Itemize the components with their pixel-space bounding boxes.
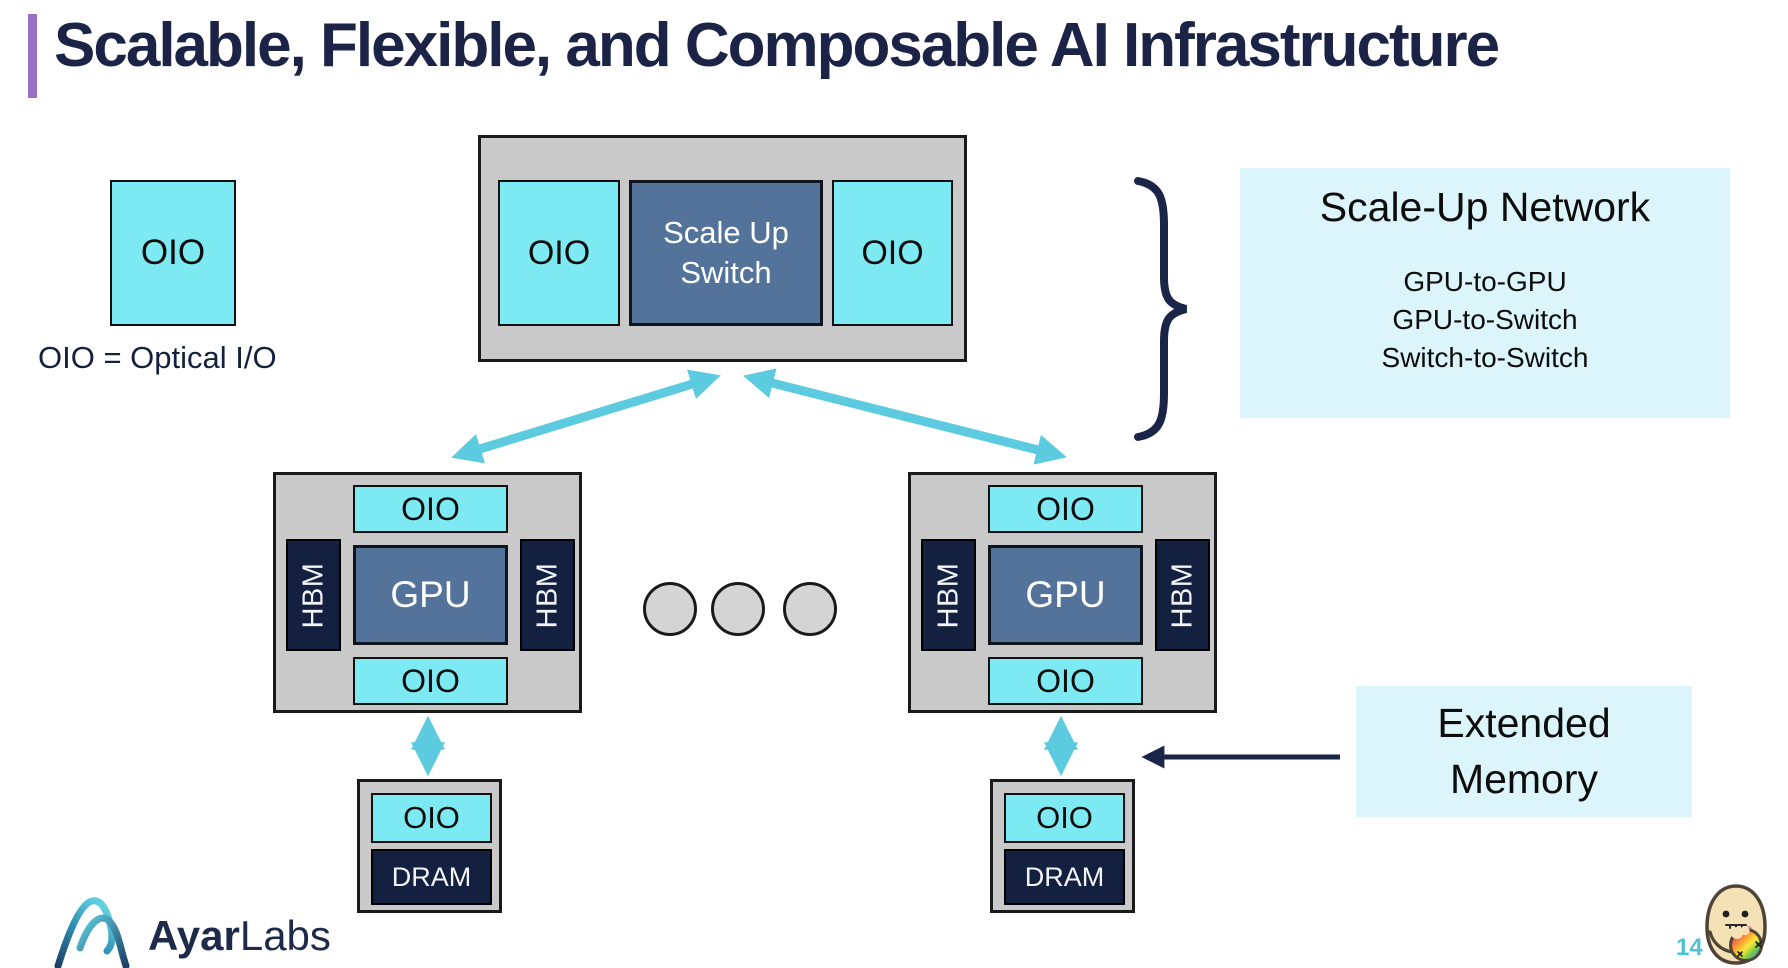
dram-left-oio: OIO: [371, 793, 492, 843]
gpu-left-hbm-right: HBM: [520, 539, 575, 651]
gpu-package-right: OIO HBM GPU HBM OIO: [908, 472, 1217, 713]
dram-module-left: OIO DRAM: [357, 779, 502, 913]
switch-to-left-gpu-arrow: [451, 369, 721, 464]
scale-up-network-panel: Scale-Up Network GPU-to-GPU GPU-to-Switc…: [1240, 168, 1730, 418]
switch-label-line1: Scale Up: [663, 215, 789, 251]
gpu-right-hbm-right: HBM: [1155, 539, 1210, 651]
gpu-left-core: GPU: [353, 545, 508, 645]
gpu-right-hbm-left: HBM: [921, 539, 976, 651]
gpu-right-core: GPU: [988, 545, 1143, 645]
scale-up-switch-chip: Scale Up Switch: [629, 180, 823, 326]
dram-right-oio: OIO: [1004, 793, 1125, 843]
ayarlabs-logo-text: AyarLabs: [148, 912, 331, 959]
dram-module-right: OIO DRAM: [990, 779, 1135, 913]
network-item: Switch-to-Switch: [1381, 342, 1589, 374]
gpu-package-left: OIO HBM GPU HBM OIO: [273, 472, 582, 713]
switch-to-right-gpu-arrow: [743, 368, 1067, 465]
switch-label-line2: Switch: [680, 255, 772, 290]
gpu-right-oio-bottom: OIO: [988, 657, 1143, 705]
title-accent-bar: [28, 14, 37, 98]
network-item: GPU-to-Switch: [1392, 304, 1578, 336]
gpu-left-oio-bottom: OIO: [353, 657, 508, 705]
brace-icon: [1134, 177, 1188, 441]
page-title: Scalable, Flexible, and Composable AI In…: [54, 11, 1500, 80]
gpu-left-oio-top: OIO: [353, 485, 508, 533]
gpu-right-oio-top: OIO: [988, 485, 1143, 533]
legend-caption: OIO = Optical I/O: [38, 340, 277, 375]
switch-oio-right-chiplet: OIO: [832, 180, 953, 326]
legend-oio-label: OIO: [140, 233, 206, 272]
page-number: 14: [1676, 934, 1703, 961]
extended-memory-line1: Extended: [1437, 700, 1611, 747]
scale-up-switch-package: OIO Scale Up Switch OIO: [478, 135, 967, 362]
scale-up-network-title: Scale-Up Network: [1319, 184, 1651, 230]
dram-right-chip: DRAM: [1004, 849, 1125, 905]
ellipsis-circle: [711, 582, 765, 636]
gpu-left-hbm-left: HBM: [286, 539, 341, 651]
switch-oio-left-label: OIO: [527, 233, 591, 272]
scale-up-network-items: GPU-to-GPU GPU-to-Switch Switch-to-Switc…: [1240, 263, 1730, 377]
ellipsis-circle: [783, 582, 837, 636]
dram-left-chip: DRAM: [371, 849, 492, 905]
ayarlabs-logo: AyarLabs: [52, 890, 352, 968]
ellipsis-circle: [643, 582, 697, 636]
network-item: GPU-to-GPU: [1403, 266, 1567, 297]
extended-memory-line2: Memory: [1449, 755, 1599, 802]
legend-oio-box: OIO: [110, 180, 236, 326]
switch-oio-right-label: OIO: [861, 233, 924, 272]
mascot-sticker: [1705, 884, 1767, 965]
ayarlabs-logo-mark: [54, 897, 130, 968]
extended-memory-panel: Extended Memory: [1356, 686, 1692, 817]
switch-oio-left-chiplet: OIO: [498, 180, 620, 326]
